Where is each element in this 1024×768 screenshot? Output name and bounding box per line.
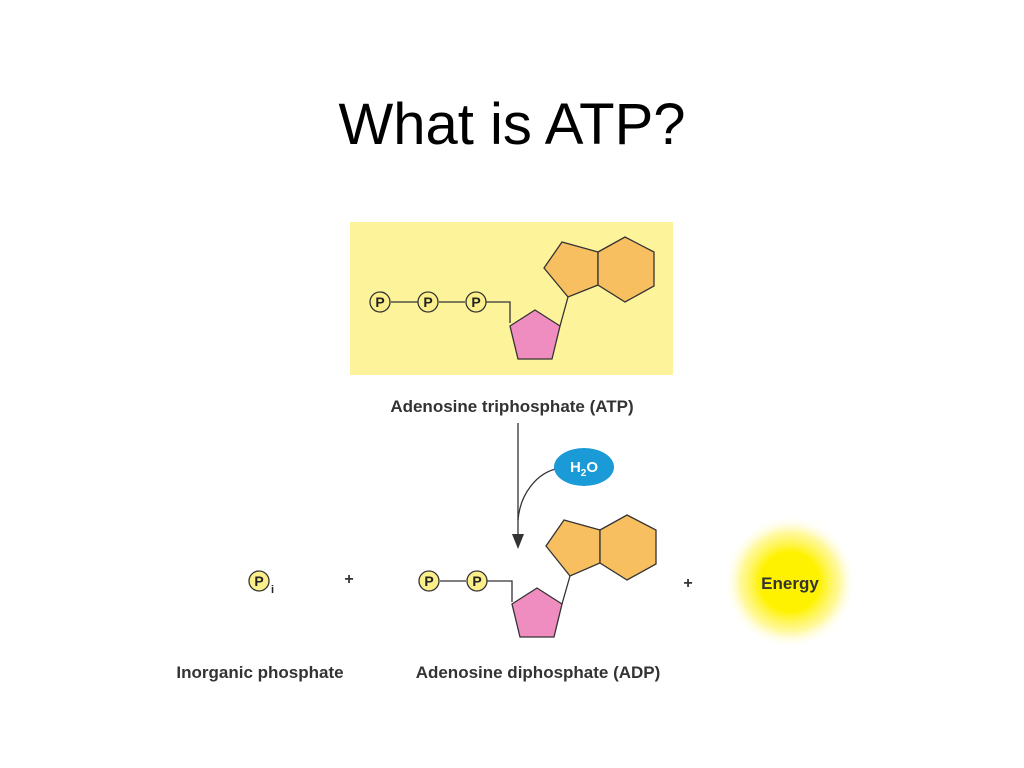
adp-ribose-pentagon — [511, 587, 563, 638]
adp-phosphate-1: P — [418, 570, 440, 592]
inorganic-phosphate-label: Inorganic phosphate — [176, 663, 343, 682]
atp-adenine-hexagon — [597, 236, 655, 303]
plus-sign-2: + — [683, 575, 692, 592]
inorganic-phosphate: P i — [248, 570, 274, 596]
svg-text:P: P — [472, 573, 481, 589]
svg-text:H2O: H2O — [570, 459, 598, 479]
atp-phosphate-chain: P P P — [369, 291, 511, 323]
atp-label: Adenosine triphosphate (ATP) — [390, 397, 633, 416]
energy-glow: Energy — [724, 516, 856, 648]
adp-adenine-pentagon — [545, 519, 601, 577]
svg-text:i: i — [271, 584, 274, 596]
water-molecule: H2O — [554, 448, 614, 486]
adp-adenosine — [511, 514, 657, 638]
atp-adenosine — [509, 236, 655, 360]
atp-phosphate-1: P — [369, 291, 391, 313]
svg-text:P: P — [471, 294, 480, 310]
svg-text:P: P — [423, 294, 432, 310]
energy-label: Energy — [761, 574, 819, 593]
svg-text:P: P — [375, 294, 384, 310]
reaction-arrow — [512, 423, 561, 549]
slide-title: What is ATP? — [338, 92, 686, 157]
adp-adenine-hexagon — [599, 514, 657, 581]
adp-phosphate-2: P — [466, 570, 488, 592]
plus-sign-1: + — [344, 571, 353, 588]
atp-ribose-pentagon — [509, 309, 561, 360]
atp-phosphate-3: P — [465, 291, 487, 313]
svg-text:P: P — [424, 573, 433, 589]
svg-text:P: P — [254, 573, 263, 589]
adp-phosphate-chain: P P — [418, 570, 513, 602]
atp-phosphate-2: P — [417, 291, 439, 313]
adp-label: Adenosine diphosphate (ADP) — [416, 663, 661, 682]
atp-adenine-pentagon — [543, 241, 599, 298]
